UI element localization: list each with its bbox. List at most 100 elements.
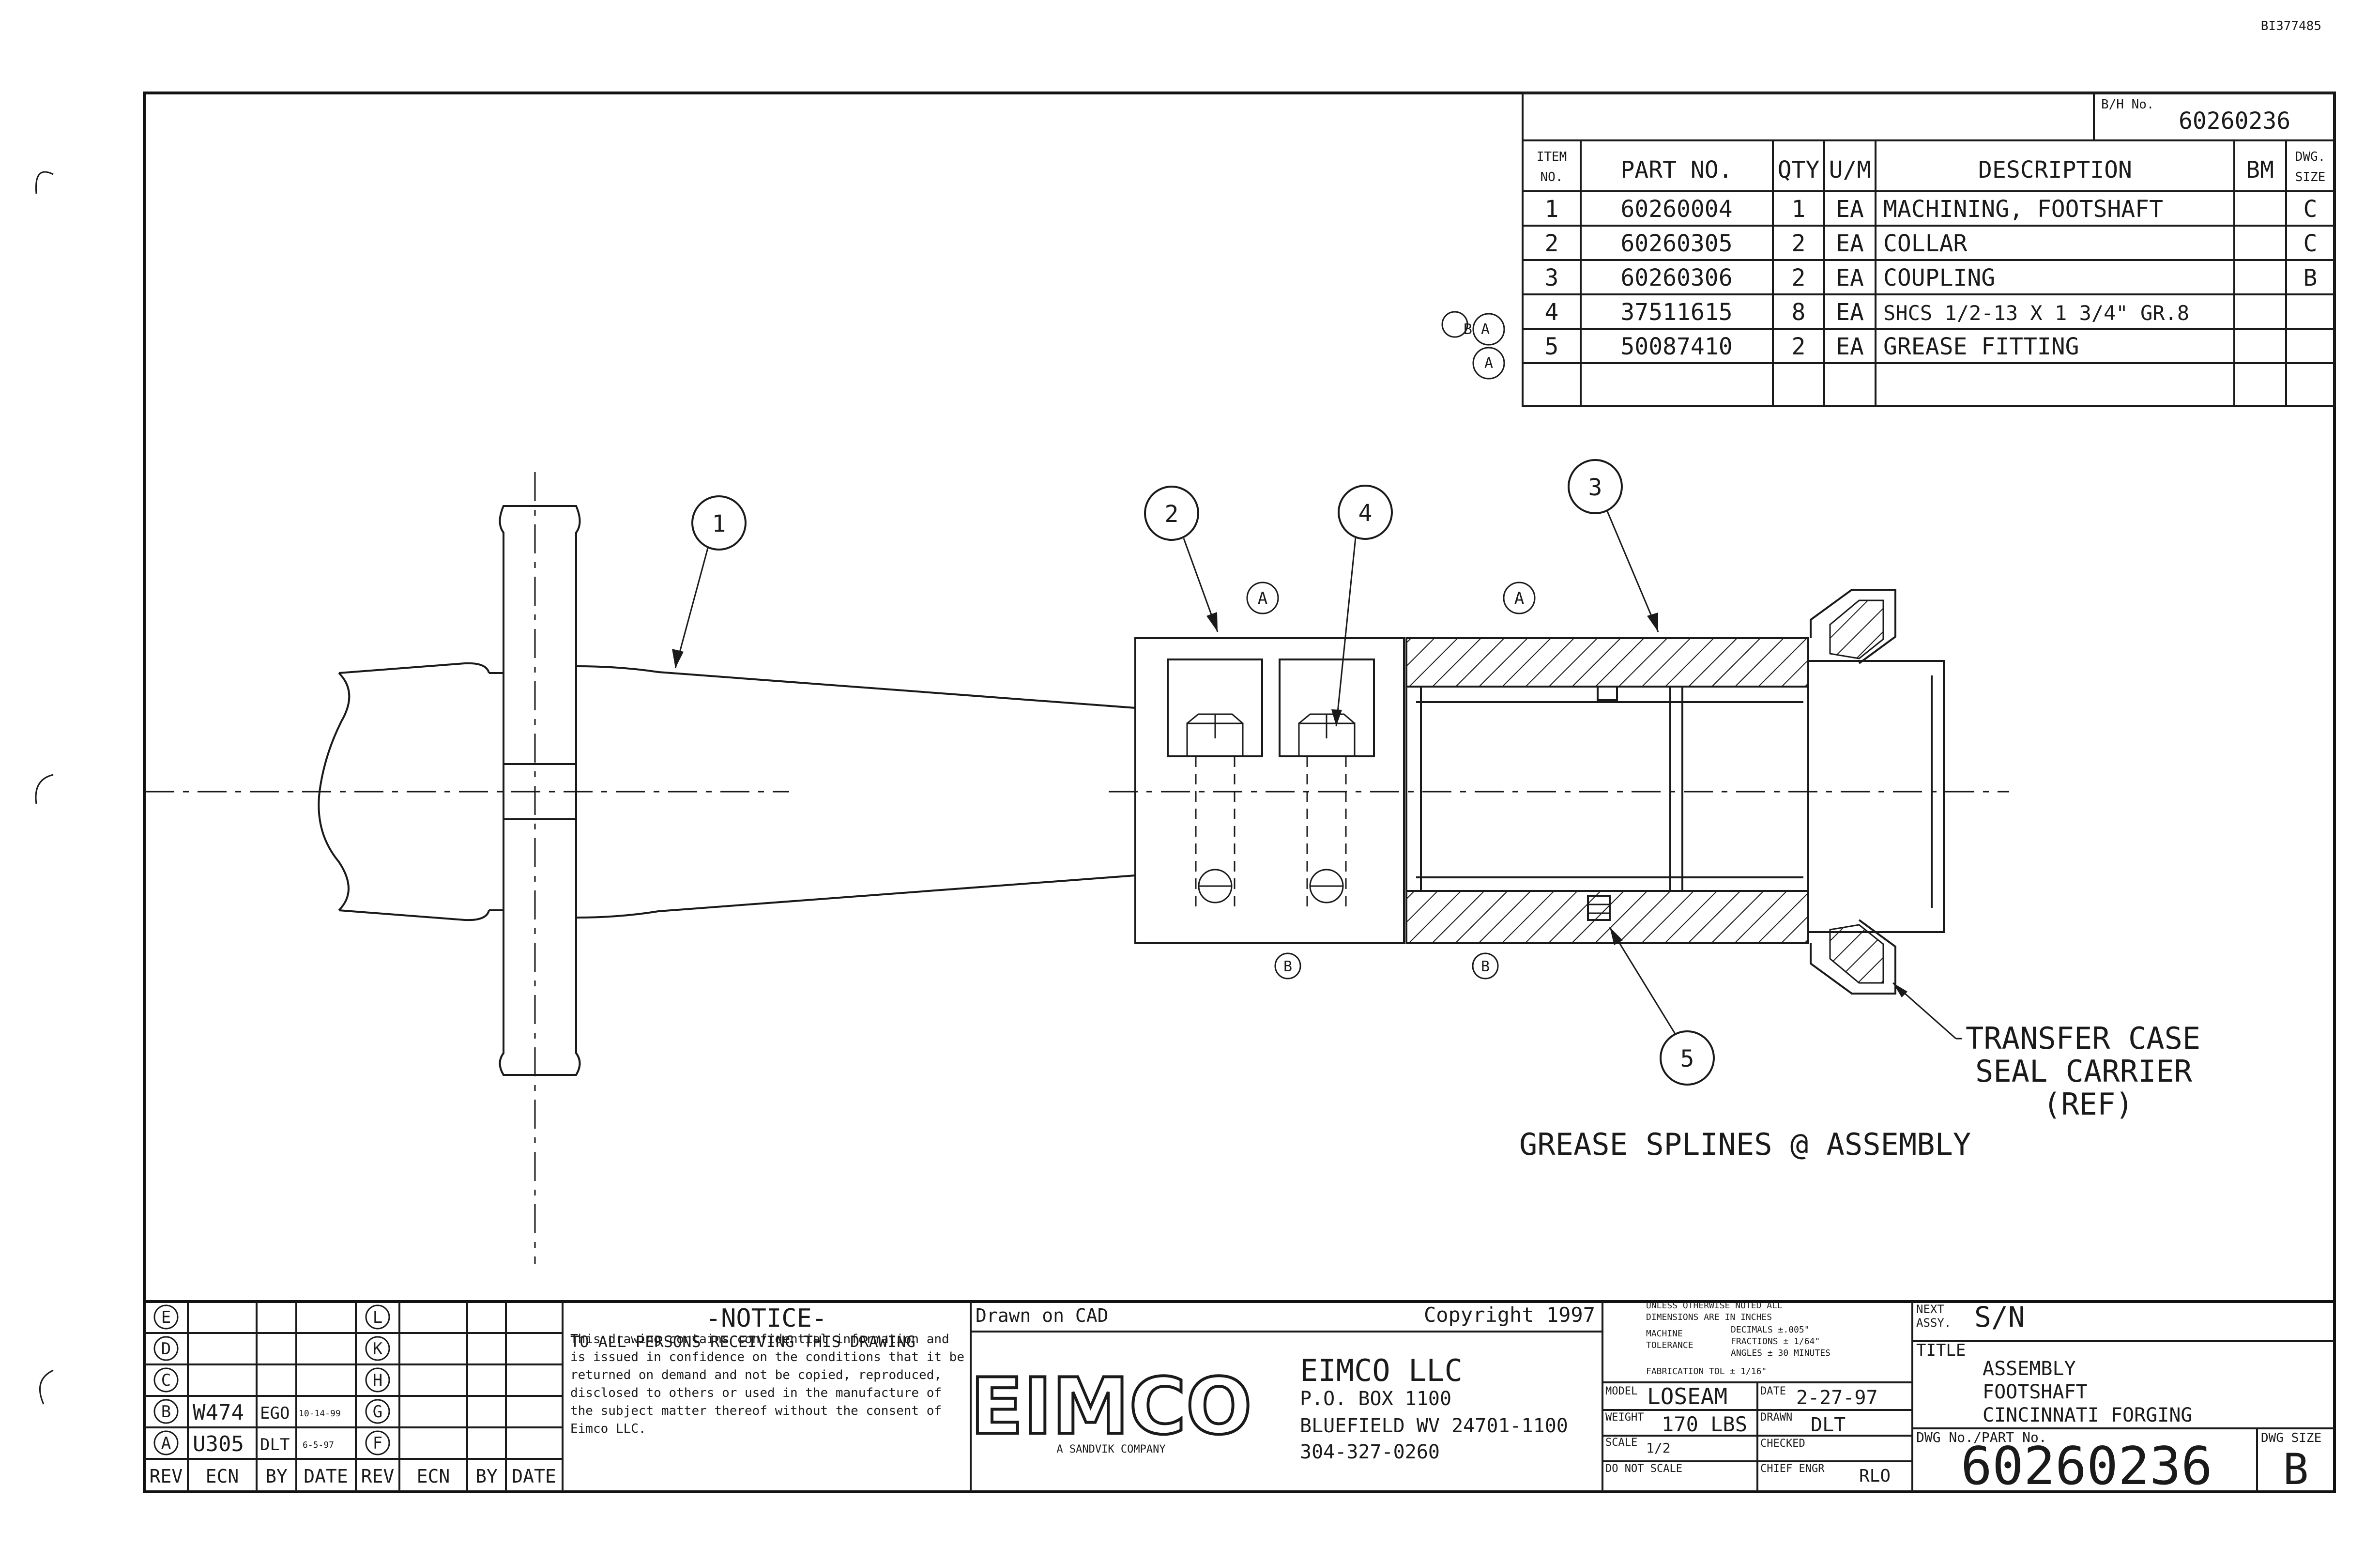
tol-fabrication: FABRICATION TOL ± 1/16" (1646, 1366, 1767, 1377)
ecn-header: ECN (417, 1466, 450, 1487)
rev-date: 10-14-99 (299, 1409, 341, 1419)
description: GREASE FITTING (1883, 333, 2079, 360)
balloon-4: 4 (1331, 485, 1393, 727)
balloon-1: 1 (672, 495, 747, 669)
tol-tolerance: TOLERANCE (1646, 1340, 1693, 1350)
rev-by: EGO (260, 1404, 290, 1423)
part-no: 60260305 (1620, 230, 1732, 257)
checked-label: CHECKED (1760, 1438, 1805, 1450)
dwg-number: 60260236 (1961, 1436, 2212, 1497)
item-no: 3 (1545, 264, 1559, 291)
part-no: 60260004 (1620, 196, 1732, 223)
part-no: 60260306 (1620, 264, 1732, 291)
svg-text:5: 5 (1680, 1045, 1694, 1072)
punch-marks (35, 171, 54, 1405)
title-line2: FOOTSHAFT (1983, 1381, 2088, 1403)
dwg-size-value: B (2283, 1444, 2309, 1494)
svg-text:B: B (1283, 958, 1292, 975)
model-value: LOSEAM (1647, 1383, 1727, 1409)
svg-text:2: 2 (1165, 501, 1179, 528)
row-rev-markers: A (1484, 355, 1493, 372)
dwg-size-label: DWG SIZE (2261, 1431, 2321, 1445)
date-header: DATE (512, 1466, 556, 1487)
bh-label: B/H No. (2101, 97, 2154, 112)
bom-table: B/H No. 60260236 ITEM NO. PART NO. QTY U… (1441, 92, 2335, 407)
rev-letter: E (161, 1308, 171, 1327)
description: COUPLING (1883, 264, 1995, 291)
ecn-header: ECN (206, 1466, 239, 1487)
tol-fractions: FRACTIONS ± 1/64" (1731, 1336, 1820, 1347)
description: SHCS 1/2-13 X 1 3/4" GR.8 (1883, 301, 2189, 325)
revision-row: U305 DLT 6-5-97 (193, 1432, 334, 1456)
eimco-logo: EIMCO (970, 1361, 1251, 1452)
tol-machine: MACHINE (1646, 1329, 1683, 1339)
rev-letter: A (161, 1434, 171, 1453)
um: EA (1836, 230, 1864, 257)
rev-ecn: U305 (193, 1432, 244, 1456)
um: EA (1836, 196, 1864, 223)
rev-letter: L (373, 1308, 382, 1327)
balloon-2: 2 (1144, 486, 1219, 632)
drawing-border (143, 92, 2336, 1493)
by-header: BY (475, 1466, 498, 1487)
chief-value: RLO (1859, 1466, 1891, 1486)
title-label: TITLE (1916, 1341, 1966, 1360)
svg-text:A: A (1258, 589, 1267, 608)
header-dwg: DWG. (2295, 150, 2326, 164)
notice-body: This drawing contains confidential infor… (570, 1332, 964, 1436)
description: COLLAR (1883, 230, 1967, 257)
bom-row: 3 60260306 2 EA COUPLING B (1545, 264, 2318, 291)
rev-marker: A (1503, 582, 1536, 614)
revision-row: W474 EGO 10-14-99 (193, 1400, 341, 1425)
grease-note: GREASE SPLINES @ ASSEMBLY (1519, 1127, 1971, 1162)
rev-marker: A (1246, 582, 1279, 614)
qty: 2 (1792, 230, 1806, 257)
drawn-on-cad: Drawn on CAD (976, 1305, 1109, 1326)
weight-label: WEIGHT (1605, 1411, 1644, 1424)
title-block: E D C B A L K H G F W474 EGO 10-14-99 U3… (144, 1300, 2334, 1497)
rev-header: REV (361, 1466, 395, 1487)
drawn-label: DRAWN (1760, 1411, 1792, 1424)
bom-row: 1 60260004 1 EA MACHINING, FOOTSHAFT C (1545, 196, 2318, 223)
rev-letter: D (161, 1339, 171, 1359)
um: EA (1836, 264, 1864, 291)
tol-line2: DIMENSIONS ARE IN INCHES (1646, 1312, 1772, 1322)
drawn-value: DLT (1811, 1414, 1846, 1436)
rev-letter: G (373, 1402, 382, 1422)
next-assy-value: S/N (1974, 1301, 2025, 1333)
company-address1: P.O. BOX 1100 (1300, 1388, 1451, 1410)
part-no: 50087410 (1620, 333, 1732, 360)
logo-sub: A SANDVIK COMPANY (1056, 1443, 1165, 1455)
part-no: 37511615 (1620, 299, 1732, 326)
header-size: SIZE (2295, 170, 2326, 184)
assembly-view: 1 2 3 4 5 (145, 459, 2200, 1264)
date-value: 2-27-97 (1796, 1387, 1878, 1409)
um: EA (1836, 299, 1864, 326)
tol-decimals: DECIMALS ±.005" (1731, 1325, 1810, 1335)
tol-angles: ANGLES ± 30 MINUTES (1731, 1348, 1831, 1358)
company-address2: BLUEFIELD WV 24701-1100 (1300, 1415, 1568, 1437)
notice-subtitle: TO ALL PERSONS RECEIVING THIS DRAWING (570, 1333, 915, 1351)
balloon-5: 5 (1609, 927, 1715, 1086)
ref-label: (REF) (2043, 1087, 2134, 1122)
tol-line1: UNLESS OTHERWISE NOTED ALL (1646, 1301, 1783, 1311)
svg-text:1: 1 (712, 510, 726, 537)
item-no: 5 (1545, 333, 1559, 360)
by-header: BY (265, 1466, 288, 1487)
document-id: BI377485 (2261, 19, 2321, 33)
rev-by: DLT (260, 1435, 290, 1455)
transfer-case-label: TRANSFER CASE (1966, 1021, 2200, 1056)
next-assy-label2: ASSY. (1916, 1316, 1951, 1330)
rev-marker: B (1472, 952, 1499, 980)
rev-header: REV (150, 1466, 183, 1487)
copyright: Copyright 1997 (1424, 1303, 1595, 1327)
dwg-size: C (2304, 196, 2318, 223)
svg-text:3: 3 (1588, 474, 1602, 501)
item-no: 4 (1545, 299, 1559, 326)
bom-row: 5 50087410 2 EA GREASE FITTING A (1484, 333, 2079, 372)
header-item: ITEM (1537, 150, 1567, 164)
rev-letter: K (373, 1339, 383, 1359)
do-not-scale: DO NOT SCALE (1605, 1463, 1682, 1475)
rev-letter: H (373, 1371, 382, 1390)
